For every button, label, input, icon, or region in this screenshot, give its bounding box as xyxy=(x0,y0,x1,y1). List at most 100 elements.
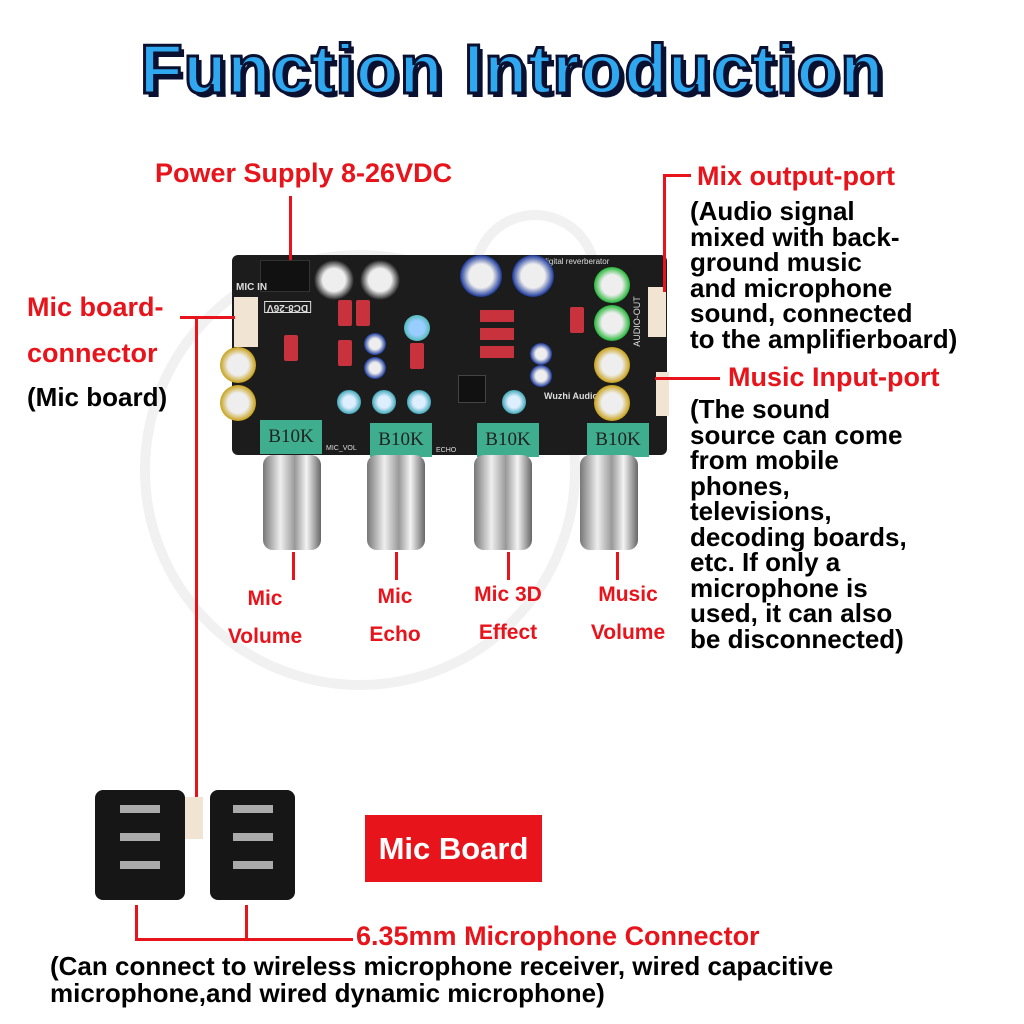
film-capacitor xyxy=(338,340,352,366)
capacitor xyxy=(512,255,554,297)
capacitor xyxy=(360,260,400,300)
film-capacitor xyxy=(570,307,584,333)
silk-audio-out: AUDIO-OUT xyxy=(631,296,642,347)
film-capacitor xyxy=(480,346,514,358)
desc-line: from mobile xyxy=(690,445,839,475)
film-capacitor xyxy=(410,343,424,369)
capacitor xyxy=(372,390,396,414)
desc-line: televisions, xyxy=(690,496,832,526)
film-capacitor xyxy=(284,335,298,361)
capacitor xyxy=(314,260,354,300)
mic-board-connector xyxy=(185,797,203,839)
jack-pin xyxy=(233,805,273,813)
music-in-connector xyxy=(656,372,669,416)
capacitor xyxy=(364,357,386,379)
knob-mic-echo[interactable] xyxy=(367,455,425,550)
label-mic-board-note: (Mic board) xyxy=(27,382,168,412)
silk-dc: DC8-26V xyxy=(264,301,312,313)
potentiometer: B10K xyxy=(477,423,539,457)
jack-pin xyxy=(120,805,160,813)
pointer-line xyxy=(507,552,510,580)
desc-line: sound, connected xyxy=(690,298,913,328)
capacitor xyxy=(530,365,552,387)
knob-label-line: Volume xyxy=(227,625,303,648)
label-mic-board-connector-1: Mic board- xyxy=(27,292,164,322)
desc-line: decoding boards, xyxy=(690,521,907,552)
pointer-line xyxy=(663,174,691,177)
pointer-line xyxy=(395,552,398,580)
desc-line: and microphone xyxy=(690,272,893,303)
mic-board xyxy=(95,785,295,905)
capacitor xyxy=(594,347,630,383)
pointer-line xyxy=(289,196,292,260)
label-knob-mic-echo: Mic Echo xyxy=(340,578,450,654)
connector-desc-2: microphone,and wired dynamic microphone) xyxy=(50,978,605,1008)
capacitor xyxy=(594,305,630,341)
silk-mic-vol: MIC_VOL xyxy=(326,445,357,452)
desc-line: (Audio signal xyxy=(690,196,855,226)
mic-in-connector xyxy=(234,297,258,347)
potentiometer: B10K xyxy=(260,420,322,454)
silk-header: ke digital reverberator xyxy=(532,257,610,266)
pointer-line xyxy=(135,938,353,941)
knob-music-volume[interactable] xyxy=(580,455,638,550)
jack-pin xyxy=(120,861,160,869)
label-knob-mic-3d: Mic 3D Effect xyxy=(453,576,563,652)
label-mix-output: Mix output-port xyxy=(697,161,895,191)
capacitor xyxy=(594,267,630,303)
jack-pin xyxy=(233,833,273,841)
silk-brand: Wuzhi Audio xyxy=(544,391,598,401)
knob-label-line: Volume xyxy=(590,621,666,644)
silk-mic-in: MIC IN xyxy=(236,282,268,293)
pointer-line xyxy=(135,905,138,941)
capacitor xyxy=(407,390,431,414)
desc-line: used, it can also xyxy=(690,598,893,628)
film-capacitor xyxy=(356,300,370,326)
pointer-line xyxy=(180,316,235,319)
terminal-block xyxy=(260,260,310,292)
pointer-line xyxy=(616,552,619,580)
capacitor xyxy=(337,390,361,414)
knob-label-line: Mic xyxy=(377,585,413,608)
knob-label-line: Music xyxy=(598,583,658,606)
knob-label-line: Mic xyxy=(247,587,283,610)
film-capacitor xyxy=(480,328,514,340)
label-knob-music-volume: Music Volume xyxy=(573,576,683,652)
capacitor xyxy=(594,385,630,421)
pointer-line xyxy=(195,316,198,804)
desc-line: source can come xyxy=(690,419,903,450)
mix-output-desc: (Audio signal mixed with back- ground mu… xyxy=(690,196,958,354)
knob-mic-3d-effect[interactable] xyxy=(474,455,532,550)
desc-line: (The sound xyxy=(690,394,831,424)
audio-out-connector xyxy=(648,287,666,337)
film-capacitor xyxy=(480,310,514,322)
desc-line: microphone is xyxy=(690,572,868,603)
connector-desc-1: (Can connect to wireless microphone rece… xyxy=(50,951,834,981)
label-knob-mic-volume: Mic Volume xyxy=(210,580,320,656)
capacitor xyxy=(530,343,552,365)
desc-line: ground music xyxy=(690,247,862,277)
label-music-input: Music Input-port xyxy=(728,362,940,392)
capacitor xyxy=(502,390,526,414)
pointer-line xyxy=(292,552,295,580)
knob-mic-volume[interactable] xyxy=(263,455,321,550)
desc-line: to the amplifierboard) xyxy=(690,323,958,354)
capacitor xyxy=(220,385,256,421)
pointer-line xyxy=(663,174,666,292)
mic-board-label: Mic Board xyxy=(365,815,542,882)
pointer-line xyxy=(655,377,720,380)
desc-line: phones, xyxy=(690,470,790,501)
silk-echo: ECHO xyxy=(436,447,457,454)
jack-pin xyxy=(120,833,160,841)
knob-label-line: Effect xyxy=(478,621,538,644)
desc-line: mixed with back- xyxy=(690,221,900,252)
capacitor xyxy=(364,333,386,355)
capacitor xyxy=(460,255,502,297)
jack-pin xyxy=(233,861,273,869)
film-capacitor xyxy=(338,300,352,326)
label-connector: 6.35mm Microphone Connector xyxy=(356,921,760,951)
page-title: Function Introduction xyxy=(138,29,885,110)
dsp-chip xyxy=(458,375,486,403)
potentiometer: B10K xyxy=(587,423,649,457)
potentiometer: B10K xyxy=(370,423,432,457)
